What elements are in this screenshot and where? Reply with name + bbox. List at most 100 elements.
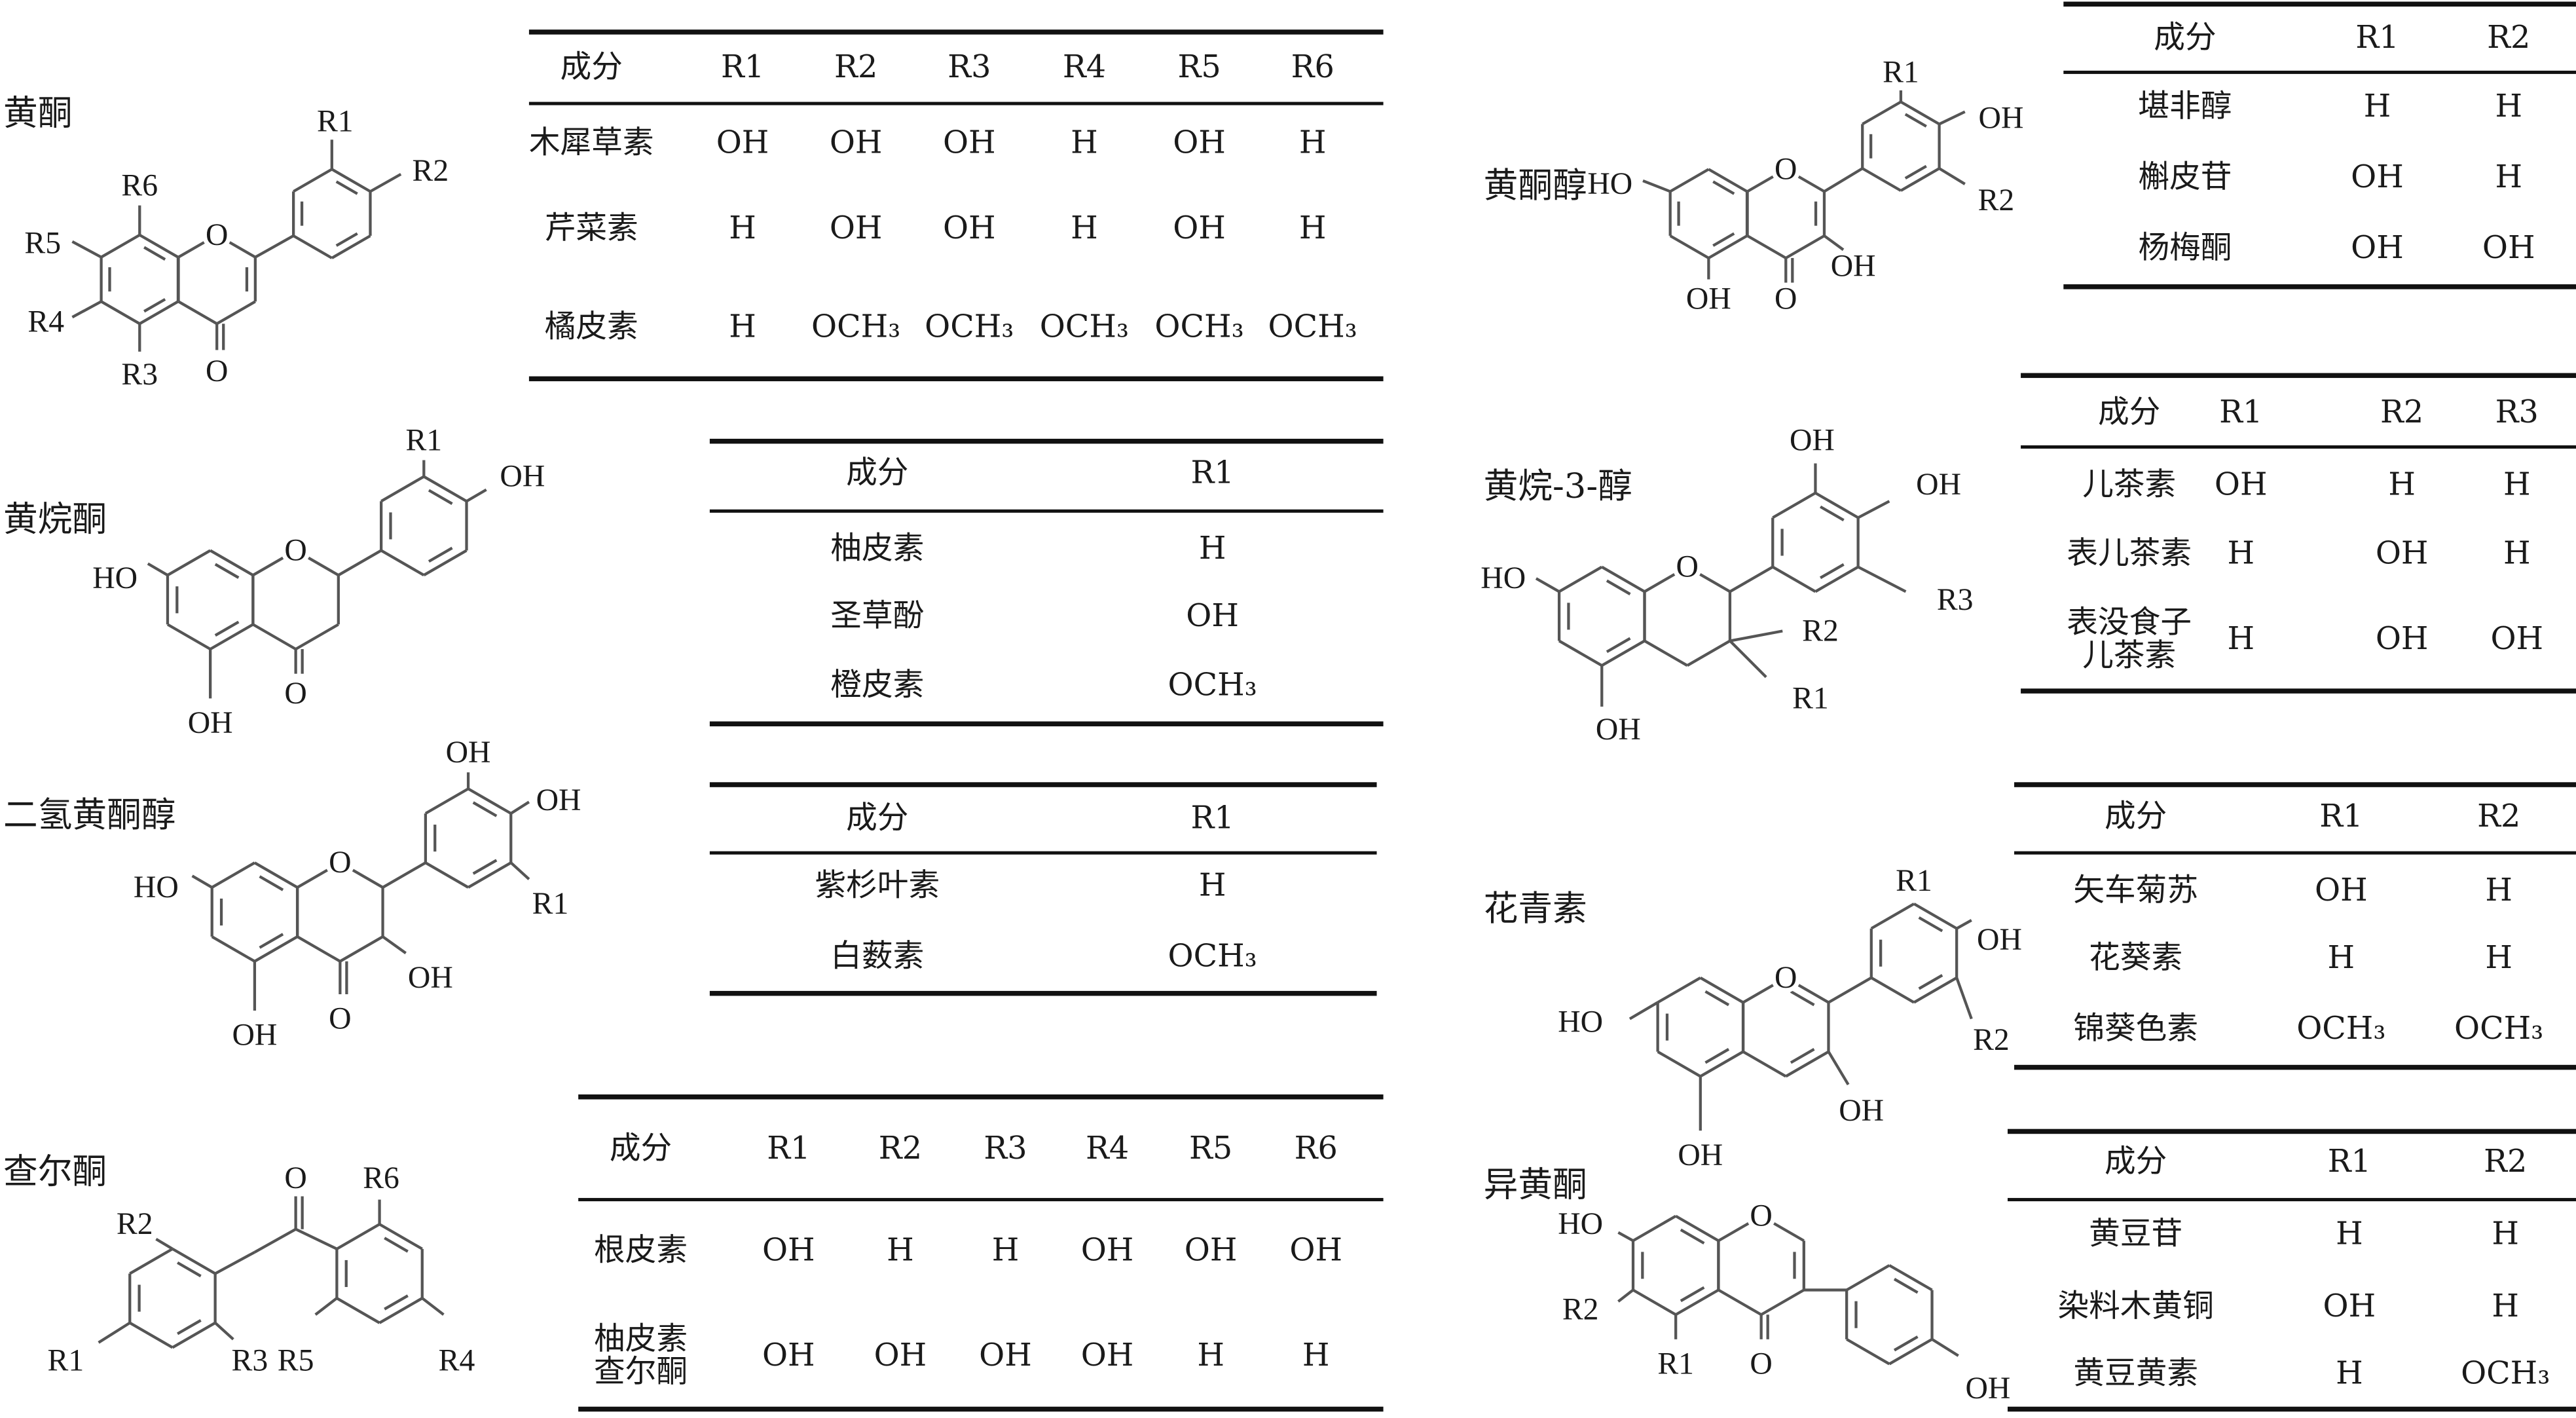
bond-line (384, 1237, 409, 1253)
compound-name-cell: 橙皮素 (830, 667, 925, 703)
substituent-cell: OH (762, 1337, 815, 1374)
bond-line (1558, 639, 1603, 667)
column-header-r1: R1 (2219, 394, 2263, 431)
bond-line (1642, 179, 1671, 193)
atom-label: R1 (1657, 1347, 1694, 1381)
column-header-r4: R4 (1062, 49, 1107, 86)
bond-line (1846, 1264, 1890, 1292)
substituent-cell: H (1198, 531, 1226, 567)
column-header-r2: R2 (834, 49, 878, 86)
atom-label: OH (1686, 282, 1731, 316)
bond-line (210, 623, 254, 650)
substituent-cell: OH (1080, 1337, 1134, 1374)
atom-label: OH (1916, 468, 1961, 502)
column-header-r1: R1 (720, 49, 765, 86)
bond-line (216, 300, 256, 326)
bond-line (1820, 505, 1845, 522)
substituent-cell: H (2492, 1288, 2520, 1325)
bond-line (1617, 1288, 1634, 1303)
substituent-cell: OCH₃ (1268, 308, 1357, 345)
bond-line (428, 489, 453, 505)
atom-label: OH (1678, 1138, 1723, 1172)
column-header-r6: R6 (1291, 49, 1334, 86)
bond-line (1699, 977, 1744, 1004)
atom-label: OH (536, 783, 581, 817)
substituent-cell: OH (1184, 1232, 1238, 1269)
atom-label: OH (1596, 713, 1641, 747)
bond-line (166, 623, 212, 650)
molecule-class-label: 黄烷酮 (3, 499, 107, 539)
substituent-cell: OH (874, 1337, 927, 1374)
label-mask (1986, 103, 2016, 134)
bond-line (210, 549, 254, 576)
bond-line (1718, 1288, 1762, 1316)
bond-line (378, 1223, 423, 1250)
bond-line (1760, 1288, 1805, 1316)
substituent-cell: OCH₃ (1154, 308, 1244, 345)
substituent-cell: OH (1173, 124, 1226, 161)
bond-line (1669, 234, 1710, 259)
label-mask (535, 889, 566, 919)
label-mask (366, 1163, 396, 1193)
label-mask (1981, 185, 2012, 215)
atom-label: OH (408, 961, 453, 995)
atom-label: OH (1839, 1094, 1884, 1128)
bond-line (177, 1319, 202, 1335)
bond-line (424, 861, 469, 889)
bond-line (336, 1223, 380, 1250)
bond-line (1632, 1288, 1677, 1316)
atom-label: R6 (121, 169, 158, 203)
atom-label: HO (134, 870, 179, 905)
bond-line (139, 233, 179, 259)
molecule-class-label: 查尔酮 (3, 1151, 107, 1192)
column-header-r4: R4 (1085, 1130, 1130, 1167)
column-header-r1: R1 (767, 1130, 811, 1167)
substituent-cell: OCH₃ (1168, 938, 1257, 975)
label-mask (1566, 1007, 1596, 1037)
compound-name-cell: 表儿茶素 (2067, 536, 2192, 572)
label-mask (1685, 1140, 1716, 1170)
label-mask (240, 1020, 270, 1051)
compound-name-cell: 染料木黄铜 (2057, 1288, 2214, 1325)
atom-label: R1 (1896, 864, 1932, 898)
compound-name-cell: 黄豆苷 (2089, 1216, 2183, 1252)
table-rule (2063, 70, 2576, 74)
table-rule (2007, 1198, 2576, 1202)
bond-line (331, 234, 371, 259)
table-rule (528, 29, 1384, 35)
atom-label: R2 (1802, 614, 1839, 648)
substituent-cell: OCH₃ (2296, 1011, 2386, 1047)
bond-line (1790, 990, 1815, 1007)
substituent-cell: H (1071, 210, 1098, 247)
label-mask (202, 220, 232, 250)
bond-line (1955, 977, 1973, 1020)
bond-line (1606, 637, 1631, 654)
label-mask (325, 848, 355, 878)
column-header-r1: R1 (2355, 20, 2399, 56)
table-rule (2007, 1406, 2576, 1412)
bond-line (1862, 100, 1902, 126)
atom-label: O (329, 846, 351, 880)
substituent-cell: OH (2314, 872, 2368, 909)
column-header-r3: R3 (984, 1130, 1027, 1167)
atom-label: O (1775, 961, 1797, 995)
substituent-cell: H (2227, 621, 2255, 658)
table-rule (709, 438, 1384, 444)
column-header-r1: R1 (2327, 1144, 2371, 1180)
substituent-cell: H (2503, 466, 2531, 503)
table-rule (528, 102, 1384, 105)
bond-line (1601, 565, 1646, 593)
substituent-cell: H (2485, 872, 2512, 909)
atom-label: R3 (1937, 583, 1974, 617)
atom-label: R1 (532, 887, 569, 921)
substituent-cell: H (729, 210, 756, 247)
substituent-cell: H (2388, 466, 2416, 503)
bond-line (211, 861, 255, 889)
table-rule (2007, 1129, 2576, 1134)
bond-line (1790, 1048, 1815, 1064)
bond-line (1823, 234, 1845, 252)
molecule-class-label: 二氢黄酮醇 (3, 795, 176, 835)
bond-line (293, 168, 333, 193)
table-rule (2014, 1064, 2576, 1070)
column-header-component: 成分 (846, 800, 909, 837)
